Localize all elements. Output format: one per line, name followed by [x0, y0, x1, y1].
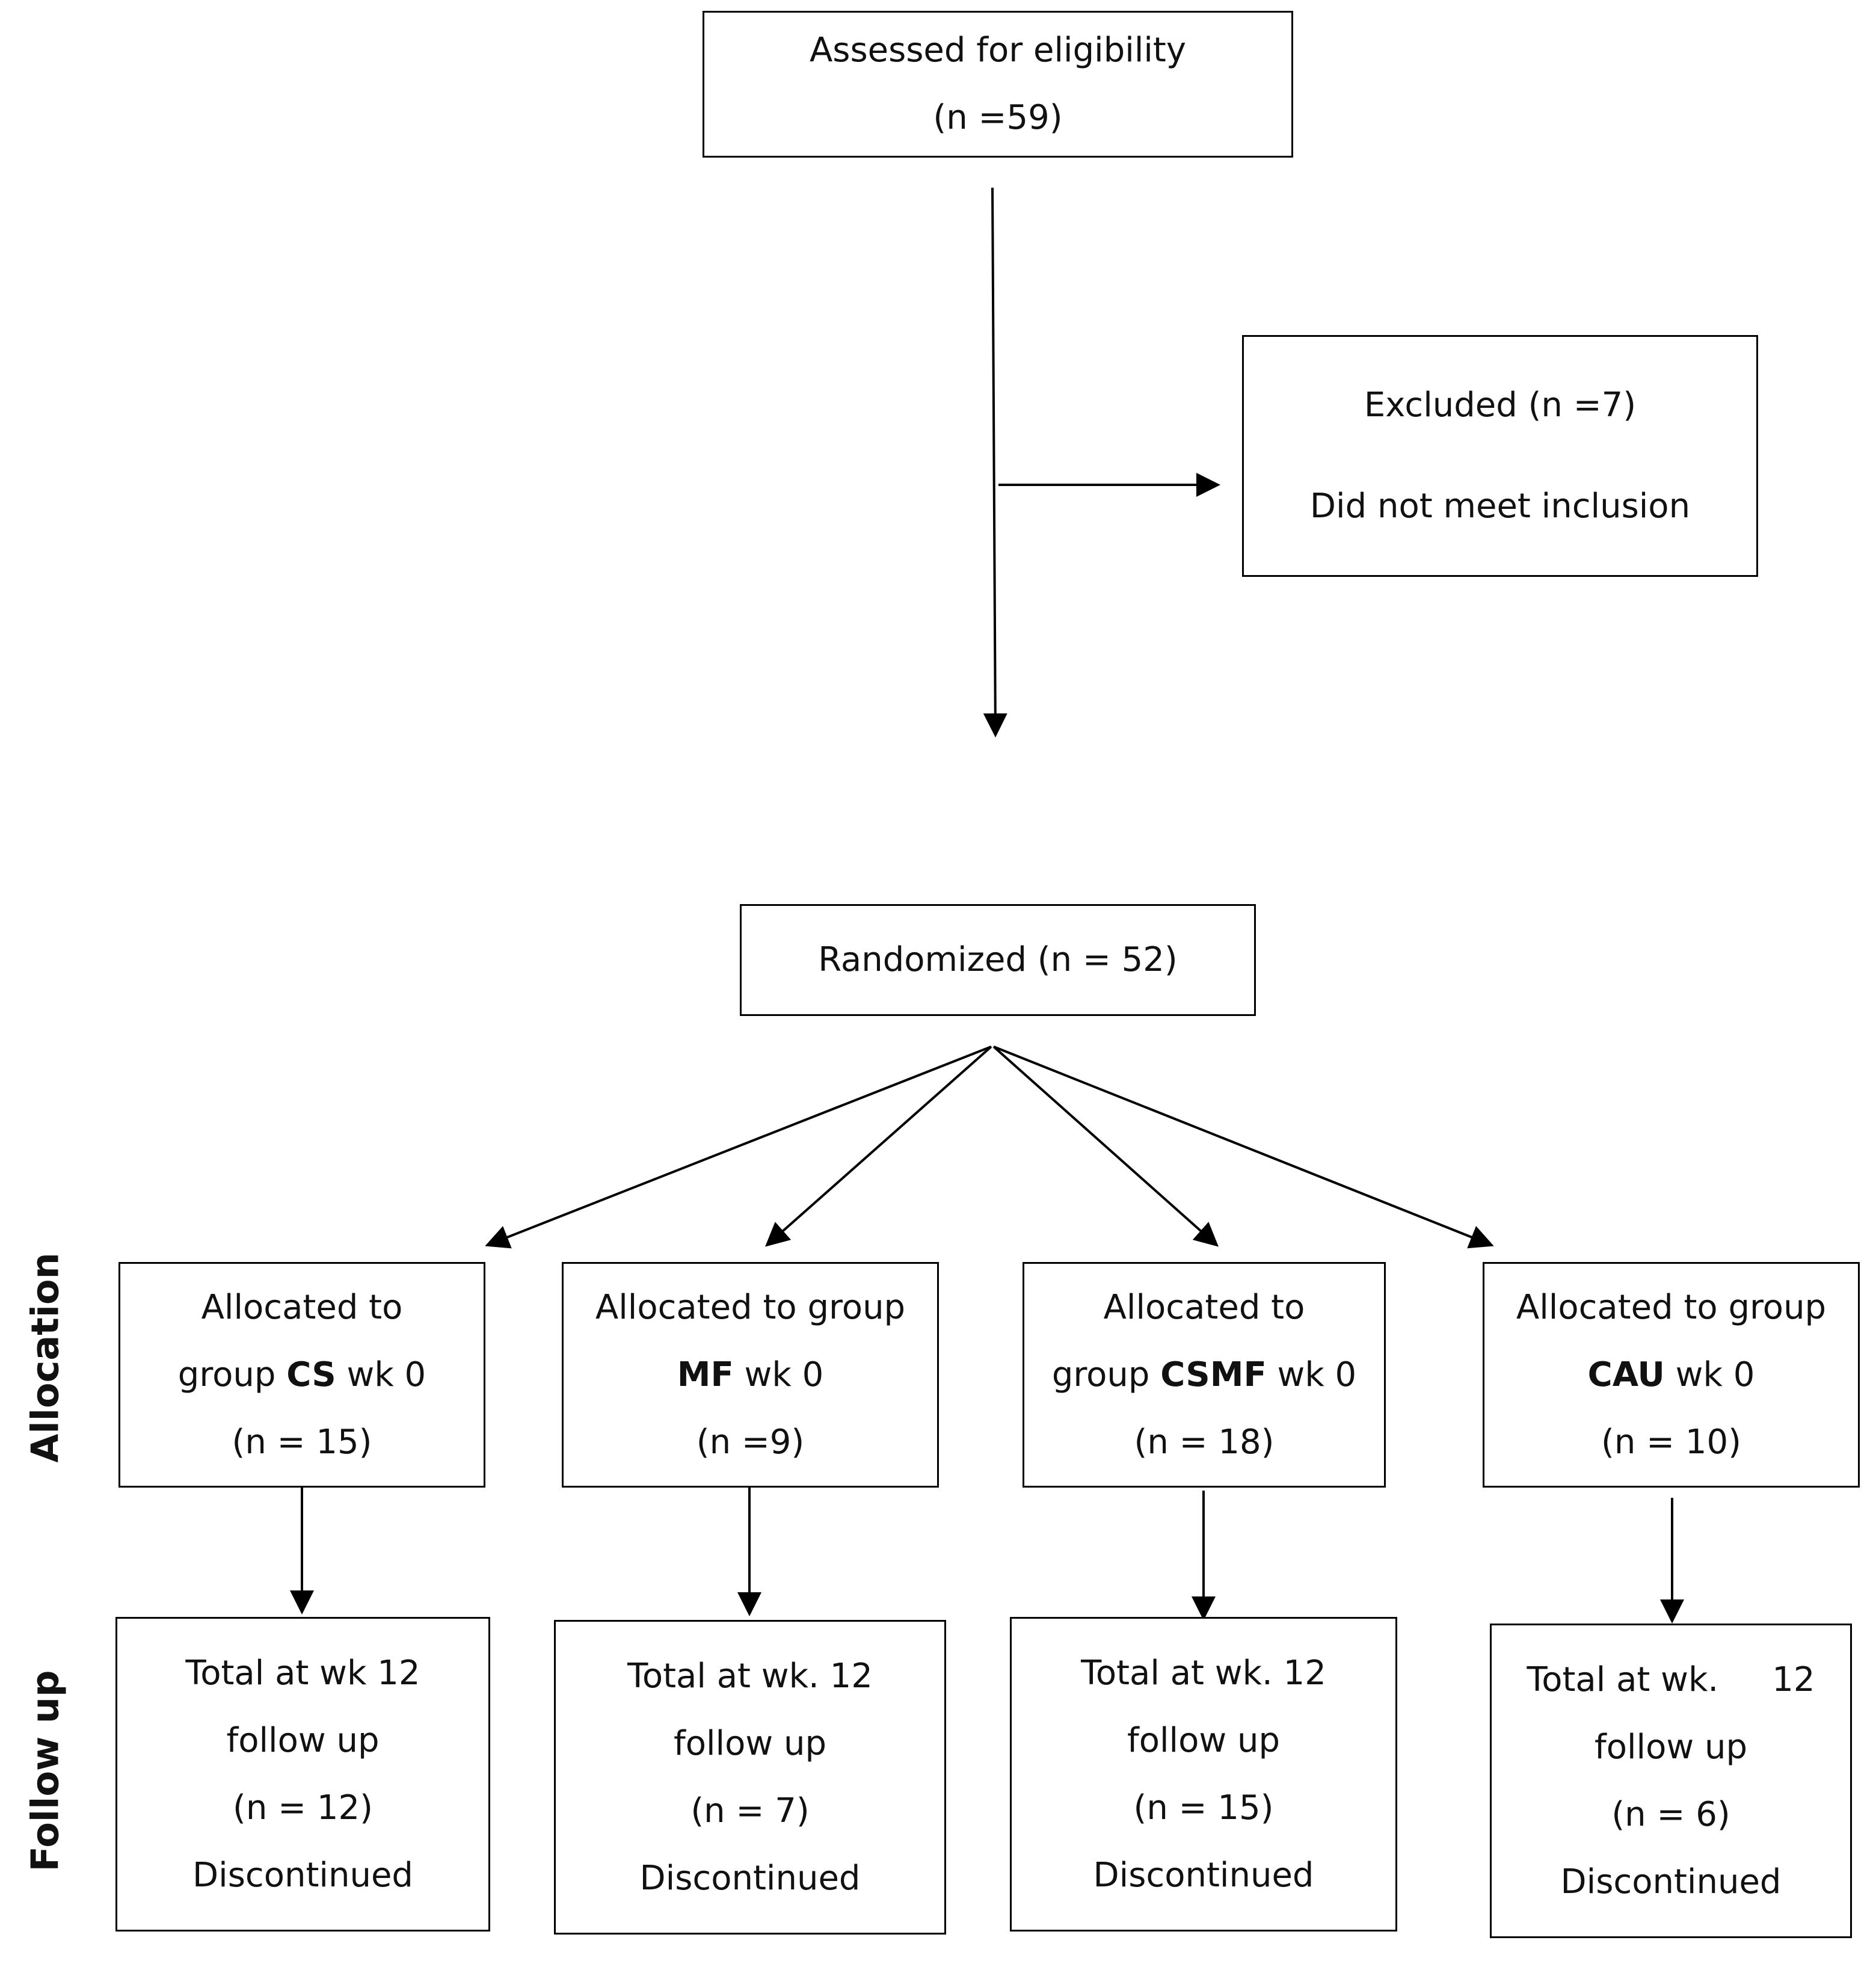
randomized-label: Randomized (n = 52) [818, 940, 1178, 979]
allocation-count: (n = 18) [1134, 1422, 1275, 1462]
allocation-count: (n =9) [696, 1422, 805, 1462]
followup-line1: Total at wk. 12 [1081, 1653, 1326, 1693]
followup-line4: Discontinued [639, 1858, 861, 1898]
followup-count: (n = 7) [690, 1791, 810, 1830]
allocation-line2: group CSMF wk 0 [1051, 1355, 1357, 1394]
allocation-count: (n = 10) [1601, 1422, 1741, 1462]
randomized-box: Randomized (n = 52) [740, 904, 1256, 1016]
followup-line2: follow up [674, 1723, 826, 1763]
followup-line4: Discontinued [1093, 1855, 1314, 1895]
group-name: CAU [1587, 1355, 1665, 1394]
followup-count: (n = 6) [1611, 1794, 1730, 1834]
allocation-box-cau: Allocated to group CAU wk 0 (n = 10) [1483, 1262, 1860, 1488]
allocation-line1: Allocated to group [1516, 1287, 1827, 1327]
group-name: CS [286, 1355, 336, 1394]
excluded-box: Excluded (n =7) Did not meet inclusion [1242, 335, 1758, 577]
followup-line4: Discontinued [192, 1855, 413, 1895]
followup-box-cs: Total at wk 12 follow up (n = 12) Discon… [115, 1617, 490, 1932]
assessed-box: Assessed for eligibility (n =59) [703, 11, 1293, 158]
group-name: MF [677, 1355, 734, 1394]
arrow-to-mf [765, 1045, 992, 1247]
followup-count: (n = 12) [233, 1788, 373, 1827]
allocation-line1: Allocated to [201, 1287, 403, 1327]
allocation-count: (n = 15) [232, 1422, 372, 1462]
arrow-to-csmf [992, 1045, 1219, 1247]
followup-line4: Discontinued [1560, 1862, 1782, 1901]
followup-count: (n = 15) [1133, 1788, 1274, 1827]
followup-side-label: Follow up [23, 1670, 67, 1872]
followup-box-csmf: Total at wk. 12 follow up (n = 15) Disco… [1010, 1617, 1397, 1932]
followup-line2: follow up [1595, 1727, 1747, 1767]
excluded-reason: Did not meet inclusion [1309, 487, 1691, 526]
allocation-line2: MF wk 0 [677, 1355, 824, 1394]
followup-line2: follow up [1127, 1720, 1280, 1760]
allocation-line1: Allocated to [1103, 1287, 1305, 1327]
assessed-title: Assessed for eligibility [809, 31, 1187, 70]
allocation-box-csmf: Allocated to group CSMF wk 0 (n = 18) [1023, 1262, 1386, 1488]
allocation-line2: group CS wk 0 [177, 1355, 426, 1394]
followup-box-mf: Total at wk. 12 follow up (n = 7) Discon… [554, 1620, 946, 1935]
assessed-count: (n =59) [933, 98, 1063, 137]
followup-box-cau: Total at wk. 12 follow up (n = 6) Discon… [1490, 1624, 1852, 1938]
arrow-assessed-to-randomized [983, 187, 1007, 737]
followup-line1: Total at wk. 12 [1527, 1660, 1815, 1699]
followup-line1: Total at wk. 12 [627, 1656, 873, 1696]
allocation-line2: CAU wk 0 [1587, 1355, 1755, 1394]
group-name: CSMF [1160, 1355, 1267, 1394]
allocation-box-cs: Allocated to group CS wk 0 (n = 15) [118, 1262, 485, 1488]
followup-line2: follow up [226, 1720, 380, 1760]
excluded-title: Excluded (n =7) [1364, 386, 1637, 425]
arrow-to-cau [993, 1045, 1494, 1249]
allocation-line1: Allocated to group [595, 1287, 906, 1327]
followup-line1: Total at wk 12 [185, 1653, 420, 1693]
arrow-to-cs [485, 1045, 992, 1249]
allocation-side-label: Allocation [23, 1252, 67, 1463]
allocation-box-mf: Allocated to group MF wk 0 (n =9) [562, 1262, 939, 1488]
